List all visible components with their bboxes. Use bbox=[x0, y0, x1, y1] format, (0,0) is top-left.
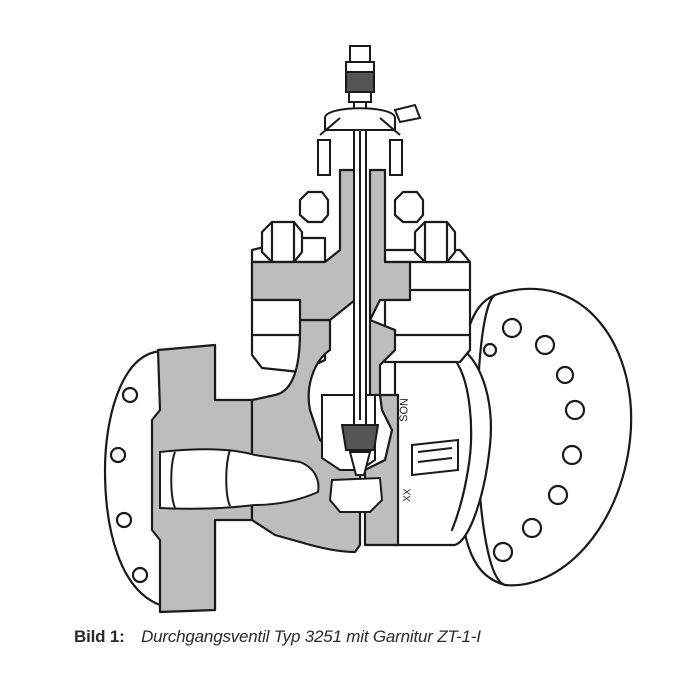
caption-text: Durchgangsventil Typ 3251 mit Garnitur Z… bbox=[141, 627, 481, 646]
figure-caption: Bild 1: Durchgangsventil Typ 3251 mit Ga… bbox=[74, 627, 481, 647]
stem-connector bbox=[317, 45, 422, 176]
right-flange bbox=[456, 287, 633, 587]
body-marking-upper: SON bbox=[398, 398, 411, 422]
valve-plug bbox=[340, 424, 380, 451]
body-marking-lower: XX bbox=[402, 488, 413, 502]
bonnet-bolts bbox=[260, 190, 457, 264]
caption-label: Bild 1: bbox=[74, 627, 125, 646]
identification-plate bbox=[411, 438, 459, 477]
outlet-passage bbox=[328, 476, 384, 513]
